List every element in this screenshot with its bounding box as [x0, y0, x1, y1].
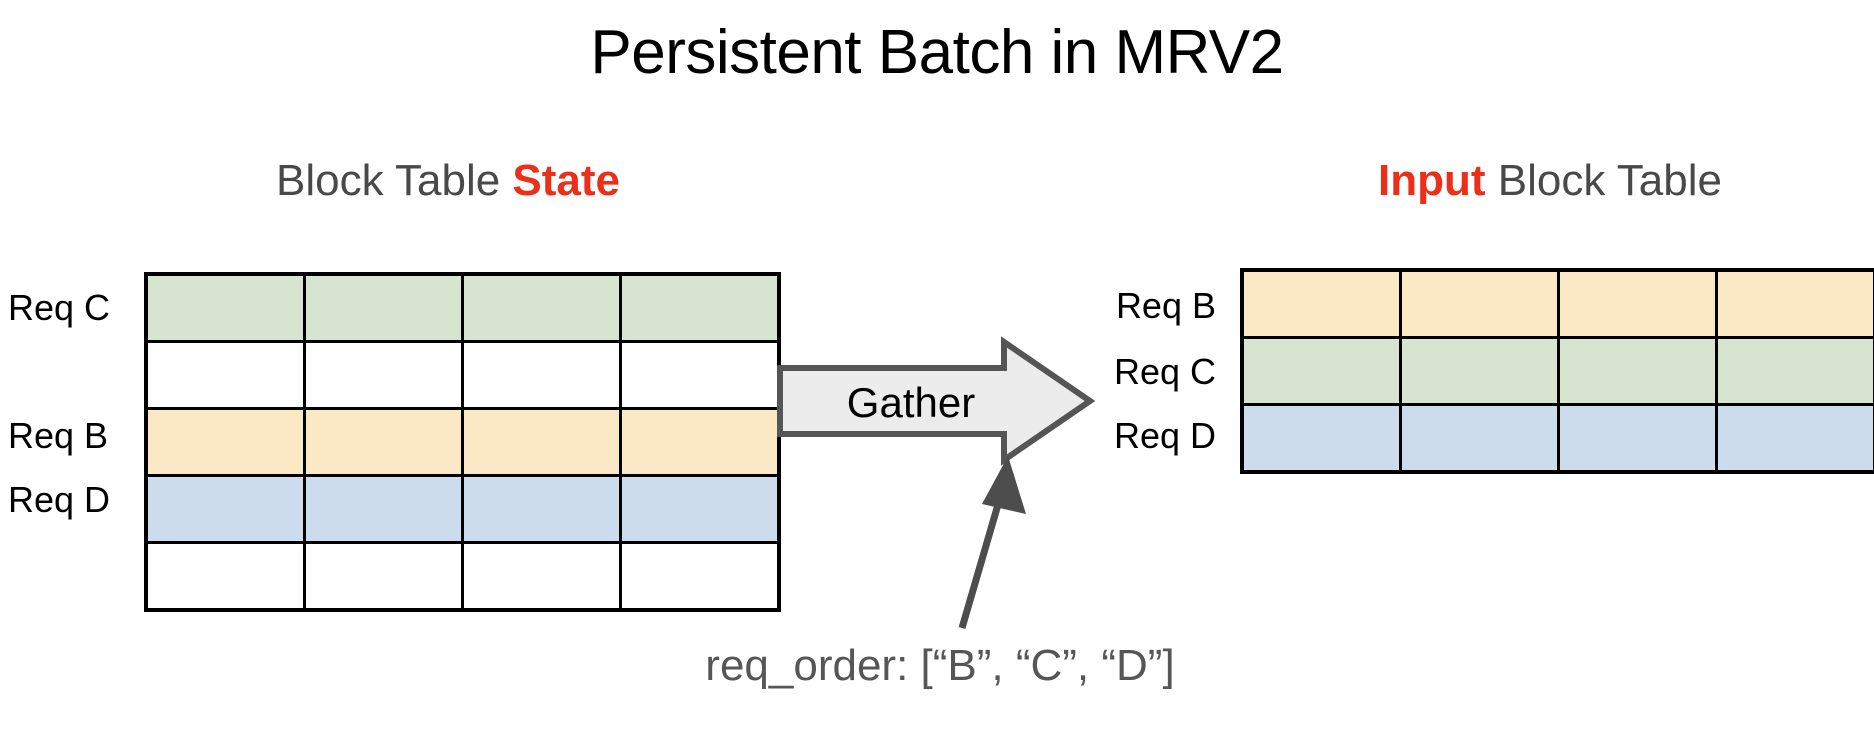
state-table-cell — [144, 340, 306, 410]
heading-input-block-table: Input Block Table — [1240, 153, 1860, 209]
heading-right-plain: Block Table — [1485, 156, 1722, 205]
state-table-cell — [619, 340, 781, 410]
gather-arrow-icon — [777, 336, 1096, 466]
gather-label: Gather — [846, 379, 976, 426]
req-order-pointer-arrow-icon — [958, 456, 1026, 629]
heading-left-plain: Block Table — [275, 156, 513, 205]
state-table-cell — [303, 474, 464, 544]
state-table-cell — [461, 407, 622, 477]
input-table-row — [1240, 403, 1874, 474]
state-table-cell — [461, 272, 622, 343]
page-title: Persistent Batch in MRV2 — [590, 18, 1284, 87]
input-block-table — [1240, 268, 1874, 474]
state-table-cell — [461, 541, 622, 612]
req-order-caption: req_order: [“B”, “C”, “D”] — [705, 641, 1175, 690]
input-table-cell — [1240, 268, 1402, 339]
state-table-cell — [303, 407, 464, 477]
input-table-cell — [1557, 268, 1718, 339]
input-table-cell — [1399, 403, 1560, 474]
state-table-cell — [303, 272, 464, 343]
state-row-label-req-d: Req D — [8, 479, 111, 520]
state-table-row — [144, 474, 781, 544]
state-table-row — [144, 340, 781, 410]
state-table-cell — [619, 541, 781, 612]
state-row-label-req-c: Req C — [8, 287, 111, 328]
input-row-label-req-c: Req C — [1113, 351, 1216, 392]
input-table-cell — [1715, 403, 1874, 474]
input-row-label-req-d: Req D — [1113, 415, 1216, 456]
input-table-cell — [1240, 403, 1402, 474]
state-table-cell — [303, 340, 464, 410]
input-row-label-req-b: Req B — [1115, 285, 1216, 326]
state-table-cell — [144, 407, 306, 477]
state-table-row — [144, 541, 781, 612]
state-table-cell — [144, 541, 306, 612]
input-table-row — [1240, 336, 1874, 406]
state-table-cell — [619, 407, 781, 477]
state-row-label-req-b: Req B — [8, 415, 109, 456]
state-table-cell — [461, 340, 622, 410]
state-table-cell — [619, 474, 781, 544]
state-table-cell — [303, 541, 464, 612]
state-table-cell — [619, 272, 781, 343]
heading-block-table-state: Block Table State — [128, 153, 768, 209]
input-table-cell — [1399, 268, 1560, 339]
state-table-cell — [144, 474, 306, 544]
state-table-row — [144, 407, 781, 477]
input-table-cell — [1240, 336, 1402, 406]
heading-right-accent: Input — [1378, 156, 1486, 205]
state-table-cell — [144, 272, 306, 343]
input-table-cell — [1715, 336, 1874, 406]
input-table-row — [1240, 268, 1874, 339]
input-table-cell — [1557, 336, 1718, 406]
heading-left-accent: State — [512, 156, 621, 205]
state-table-row — [144, 272, 781, 343]
input-table-cell — [1557, 403, 1718, 474]
input-table-cell — [1715, 268, 1874, 339]
state-table-cell — [461, 474, 622, 544]
input-table-cell — [1399, 336, 1560, 406]
block-table-state — [144, 272, 781, 612]
